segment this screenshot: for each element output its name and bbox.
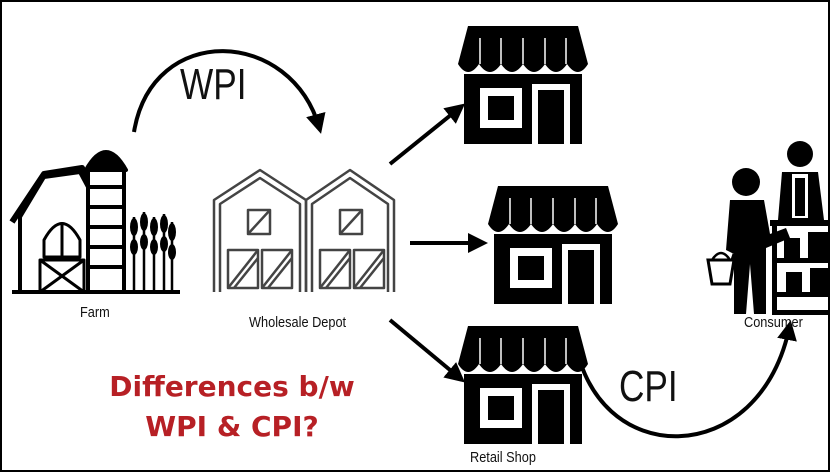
cpi-label: CPI <box>619 362 678 411</box>
arrow-to-shop-3 <box>388 318 466 383</box>
question-line-2: WPI & CPI? <box>145 410 319 443</box>
question-line-1: Differences b/w <box>109 370 355 403</box>
question-heading: Differences b/w WPI & CPI? <box>62 367 402 447</box>
farm-label: Farm <box>80 304 110 321</box>
retail-shop-label: Retail Shop <box>470 449 536 466</box>
arrow-to-shop-1 <box>388 103 466 166</box>
wpi-arrow <box>132 49 326 134</box>
cpi-arrow <box>572 320 797 439</box>
retail-shop-icon <box>458 26 618 444</box>
wpi-label: WPI <box>180 60 247 109</box>
wholesale-depot-icon <box>212 168 396 292</box>
wholesale-depot-label: Wholesale Depot <box>249 314 347 331</box>
consumer-label: Consumer <box>744 314 803 331</box>
farm-icon <box>9 150 180 294</box>
consumer-icon <box>706 141 828 315</box>
